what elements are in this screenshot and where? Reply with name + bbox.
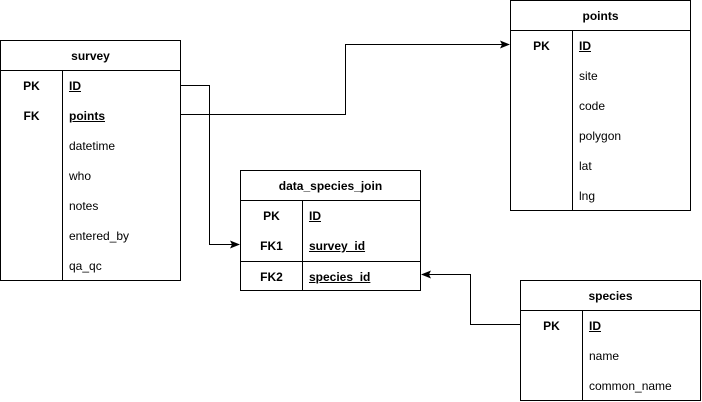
- key-label: [511, 181, 572, 211]
- table-row: FK points: [1, 101, 180, 131]
- table-row: lng: [511, 181, 690, 211]
- table-row: PK ID: [511, 31, 690, 61]
- points-table: points PK ID site code polygon lat lng: [510, 0, 691, 211]
- key-column-divider: [241, 201, 303, 291]
- field-name: species_id: [309, 270, 371, 284]
- data-species-join-table: data_species_join PK ID FK1 survey_id FK2 s…: [240, 170, 421, 291]
- survey-id-to-survey-id-connector: [180, 85, 240, 249]
- table-row: site: [511, 61, 690, 91]
- field-name: common_name: [589, 379, 672, 393]
- field-name: datetime: [69, 139, 116, 153]
- key-label: [511, 151, 572, 181]
- species-id-to-species-id-connector: [421, 270, 521, 325]
- key-label: [511, 91, 572, 121]
- survey-table-title: survey: [1, 41, 180, 71]
- key-label: PK: [263, 209, 280, 223]
- key-column-divider: [521, 311, 583, 401]
- field-name: survey_id: [309, 239, 366, 253]
- key-label: FK1: [260, 239, 283, 253]
- key-column-divider: [511, 31, 573, 211]
- key-label: PK: [533, 39, 550, 53]
- key-label: [511, 121, 572, 151]
- table-row: notes: [1, 191, 180, 221]
- key-column-divider: [1, 71, 63, 281]
- field-name: code: [579, 99, 606, 113]
- field-name: name: [589, 349, 620, 363]
- points-table-body: PK ID site code polygon lat lng: [511, 31, 690, 211]
- key-label: [521, 371, 582, 401]
- key-label: [1, 251, 62, 281]
- field-name: qa_qc: [69, 259, 102, 273]
- field-name: ID: [589, 319, 601, 333]
- key-label: [1, 131, 62, 161]
- species-table-title: species: [521, 281, 700, 311]
- key-label: PK: [543, 319, 560, 333]
- field-name: notes: [69, 199, 99, 213]
- species-table: species PK ID name common_name: [520, 280, 701, 401]
- field-name: lat: [579, 159, 592, 173]
- table-row: datetime: [1, 131, 180, 161]
- field-name: polygon: [579, 129, 622, 143]
- key-label: [1, 161, 62, 191]
- field-name: points: [69, 109, 105, 123]
- key-label: [1, 191, 62, 221]
- key-label: FK2: [260, 270, 283, 284]
- table-row: FK1 survey_id: [241, 231, 420, 261]
- table-row: name: [521, 341, 700, 371]
- table-row: PK ID: [1, 71, 180, 101]
- key-label: PK: [23, 79, 40, 93]
- table-row: polygon: [511, 121, 690, 151]
- table-row: entered_by: [1, 221, 180, 251]
- key-label: [1, 221, 62, 251]
- survey-points-to-points-id-connector: [180, 40, 510, 115]
- field-name: site: [579, 69, 598, 83]
- key-label: FK: [23, 109, 40, 123]
- table-row: lat: [511, 151, 690, 181]
- species-table-body: PK ID name common_name: [521, 311, 700, 401]
- points-table-title: points: [511, 1, 690, 31]
- field-name: entered_by: [69, 229, 130, 243]
- field-name: lng: [579, 189, 596, 203]
- data-species-join-table-body: PK ID FK1 survey_id FK2 species_id: [241, 201, 420, 291]
- table-row: PK ID: [241, 201, 420, 231]
- survey-table-body: PK ID FK points datetime who notes entered…: [1, 71, 180, 281]
- data-species-join-table-title: data_species_join: [241, 171, 420, 201]
- field-name: ID: [309, 209, 321, 223]
- survey-table: survey PK ID FK points datetime who notes …: [0, 40, 181, 281]
- table-row: FK2 species_id: [241, 261, 420, 291]
- table-row: common_name: [521, 371, 700, 401]
- field-name: ID: [69, 79, 81, 93]
- table-row: qa_qc: [1, 251, 180, 281]
- table-row: code: [511, 91, 690, 121]
- table-row: PK ID: [521, 311, 700, 341]
- key-label: [511, 61, 572, 91]
- key-label: [521, 341, 582, 371]
- field-name: who: [69, 169, 92, 183]
- table-row: who: [1, 161, 180, 191]
- field-name: ID: [579, 39, 591, 53]
